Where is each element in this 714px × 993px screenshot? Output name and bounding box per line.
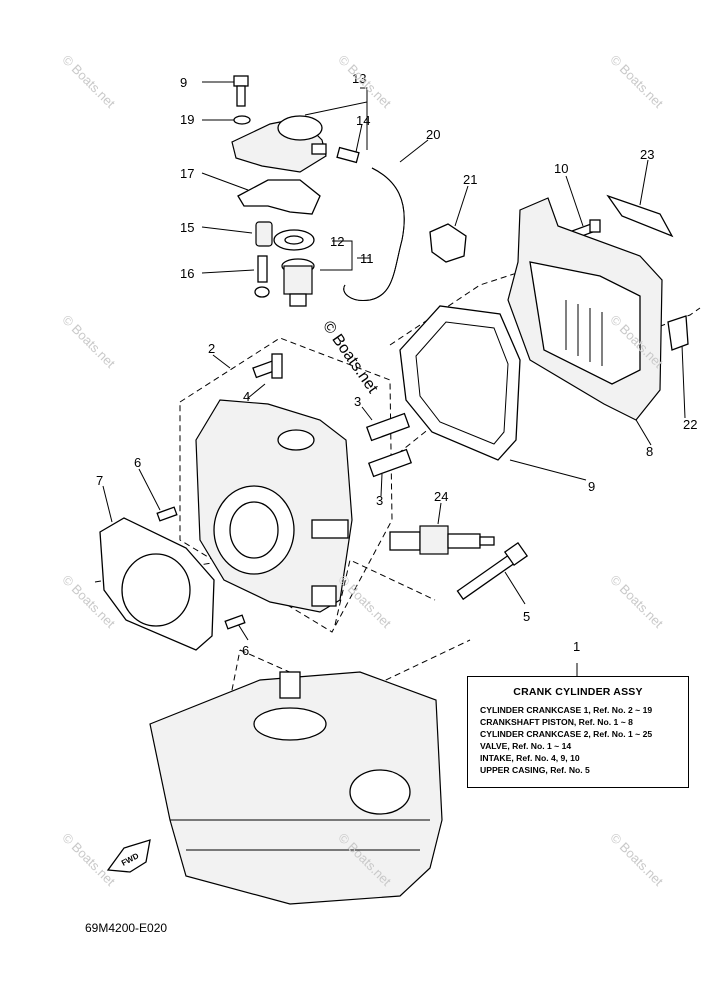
dowel-3-lower — [367, 448, 413, 478]
callout-17: 17 — [180, 166, 195, 181]
clip-21 — [429, 223, 467, 263]
legend-row: CRANKSHAFT PISTON, Ref. No. 1 ~ 8 — [480, 717, 633, 727]
thermostat-11 — [281, 258, 315, 307]
callout-12: 12 — [330, 234, 345, 249]
head-gasket-7 — [99, 517, 215, 651]
callout-13: 13 — [352, 71, 367, 86]
dowel-3-upper — [365, 412, 411, 442]
crankcase-block — [149, 671, 443, 905]
plate-22 — [667, 315, 689, 351]
sleeve-15 — [255, 221, 273, 247]
callout-4: 4 — [243, 389, 251, 404]
callout-2: 2 — [208, 341, 216, 356]
callout-11: 11 — [360, 251, 374, 266]
callout-1: 1 — [573, 639, 581, 654]
callout-8: 8 — [646, 444, 654, 459]
spark-plug-24 — [389, 525, 495, 555]
callout-16: 16 — [180, 266, 195, 281]
bolt-16 — [254, 255, 270, 298]
callout-3-lower: 3 — [376, 493, 384, 508]
bolt-18 — [233, 75, 249, 107]
callout-20: 20 — [426, 127, 441, 142]
callout-6-lower: 6 — [242, 643, 250, 658]
thermostat-cover-13 — [231, 115, 327, 173]
cylinder-head-2 — [195, 399, 353, 613]
leader-lines — [102, 81, 686, 676]
callout-9: 9 — [588, 479, 596, 494]
fitting-4 — [252, 353, 283, 379]
legend-row: UPPER CASING, Ref. No. 5 — [480, 765, 590, 775]
callout-22: 22 — [683, 417, 698, 432]
legend-title: CRANK CYLINDER ASSY — [513, 686, 643, 698]
callout-23: 23 — [640, 147, 655, 162]
callout-10: 10 — [554, 161, 569, 176]
part-code: 69M4200-E020 — [85, 921, 168, 935]
callout-6-upper: 6 — [134, 455, 142, 470]
fitting-14 — [336, 146, 360, 164]
callout-7: 7 — [96, 473, 104, 488]
gasket-17 — [237, 179, 321, 215]
legend-row: INTAKE, Ref. No. 4, 9, 10 — [480, 753, 580, 763]
callout-18: 9 — [180, 75, 188, 90]
hose-20 — [343, 167, 405, 302]
callout-19: 19 — [180, 112, 195, 127]
callout-21: 21 — [463, 172, 478, 187]
bolt-5 — [456, 541, 529, 601]
assembly-legend: CRANK CYLINDER ASSY CYLINDER CRANKCASE 1… — [467, 676, 689, 788]
cylinder-dashed-outline — [179, 337, 393, 633]
legend-row: CYLINDER CRANKCASE 2, Ref. No. 1 ~ 25 — [480, 729, 653, 739]
dowel-6-upper — [156, 506, 178, 522]
callout-15: 15 — [180, 220, 195, 235]
washer-19 — [233, 115, 251, 125]
legend-row: CYLINDER CRANKCASE 1, Ref. No. 2 ~ 19 — [480, 705, 653, 715]
callout-3-upper: 3 — [354, 394, 362, 409]
fwd-arrow-icon — [106, 839, 151, 873]
label-23 — [606, 194, 674, 238]
legend-row: VALVE, Ref. No. 1 ~ 14 — [480, 741, 572, 751]
callout-24: 24 — [434, 489, 449, 504]
callout-5: 5 — [523, 609, 531, 624]
gasket-9 — [399, 305, 521, 461]
dowel-6-lower — [224, 614, 246, 630]
callout-14: 14 — [356, 113, 371, 128]
intake-manifold-8 — [507, 197, 663, 421]
